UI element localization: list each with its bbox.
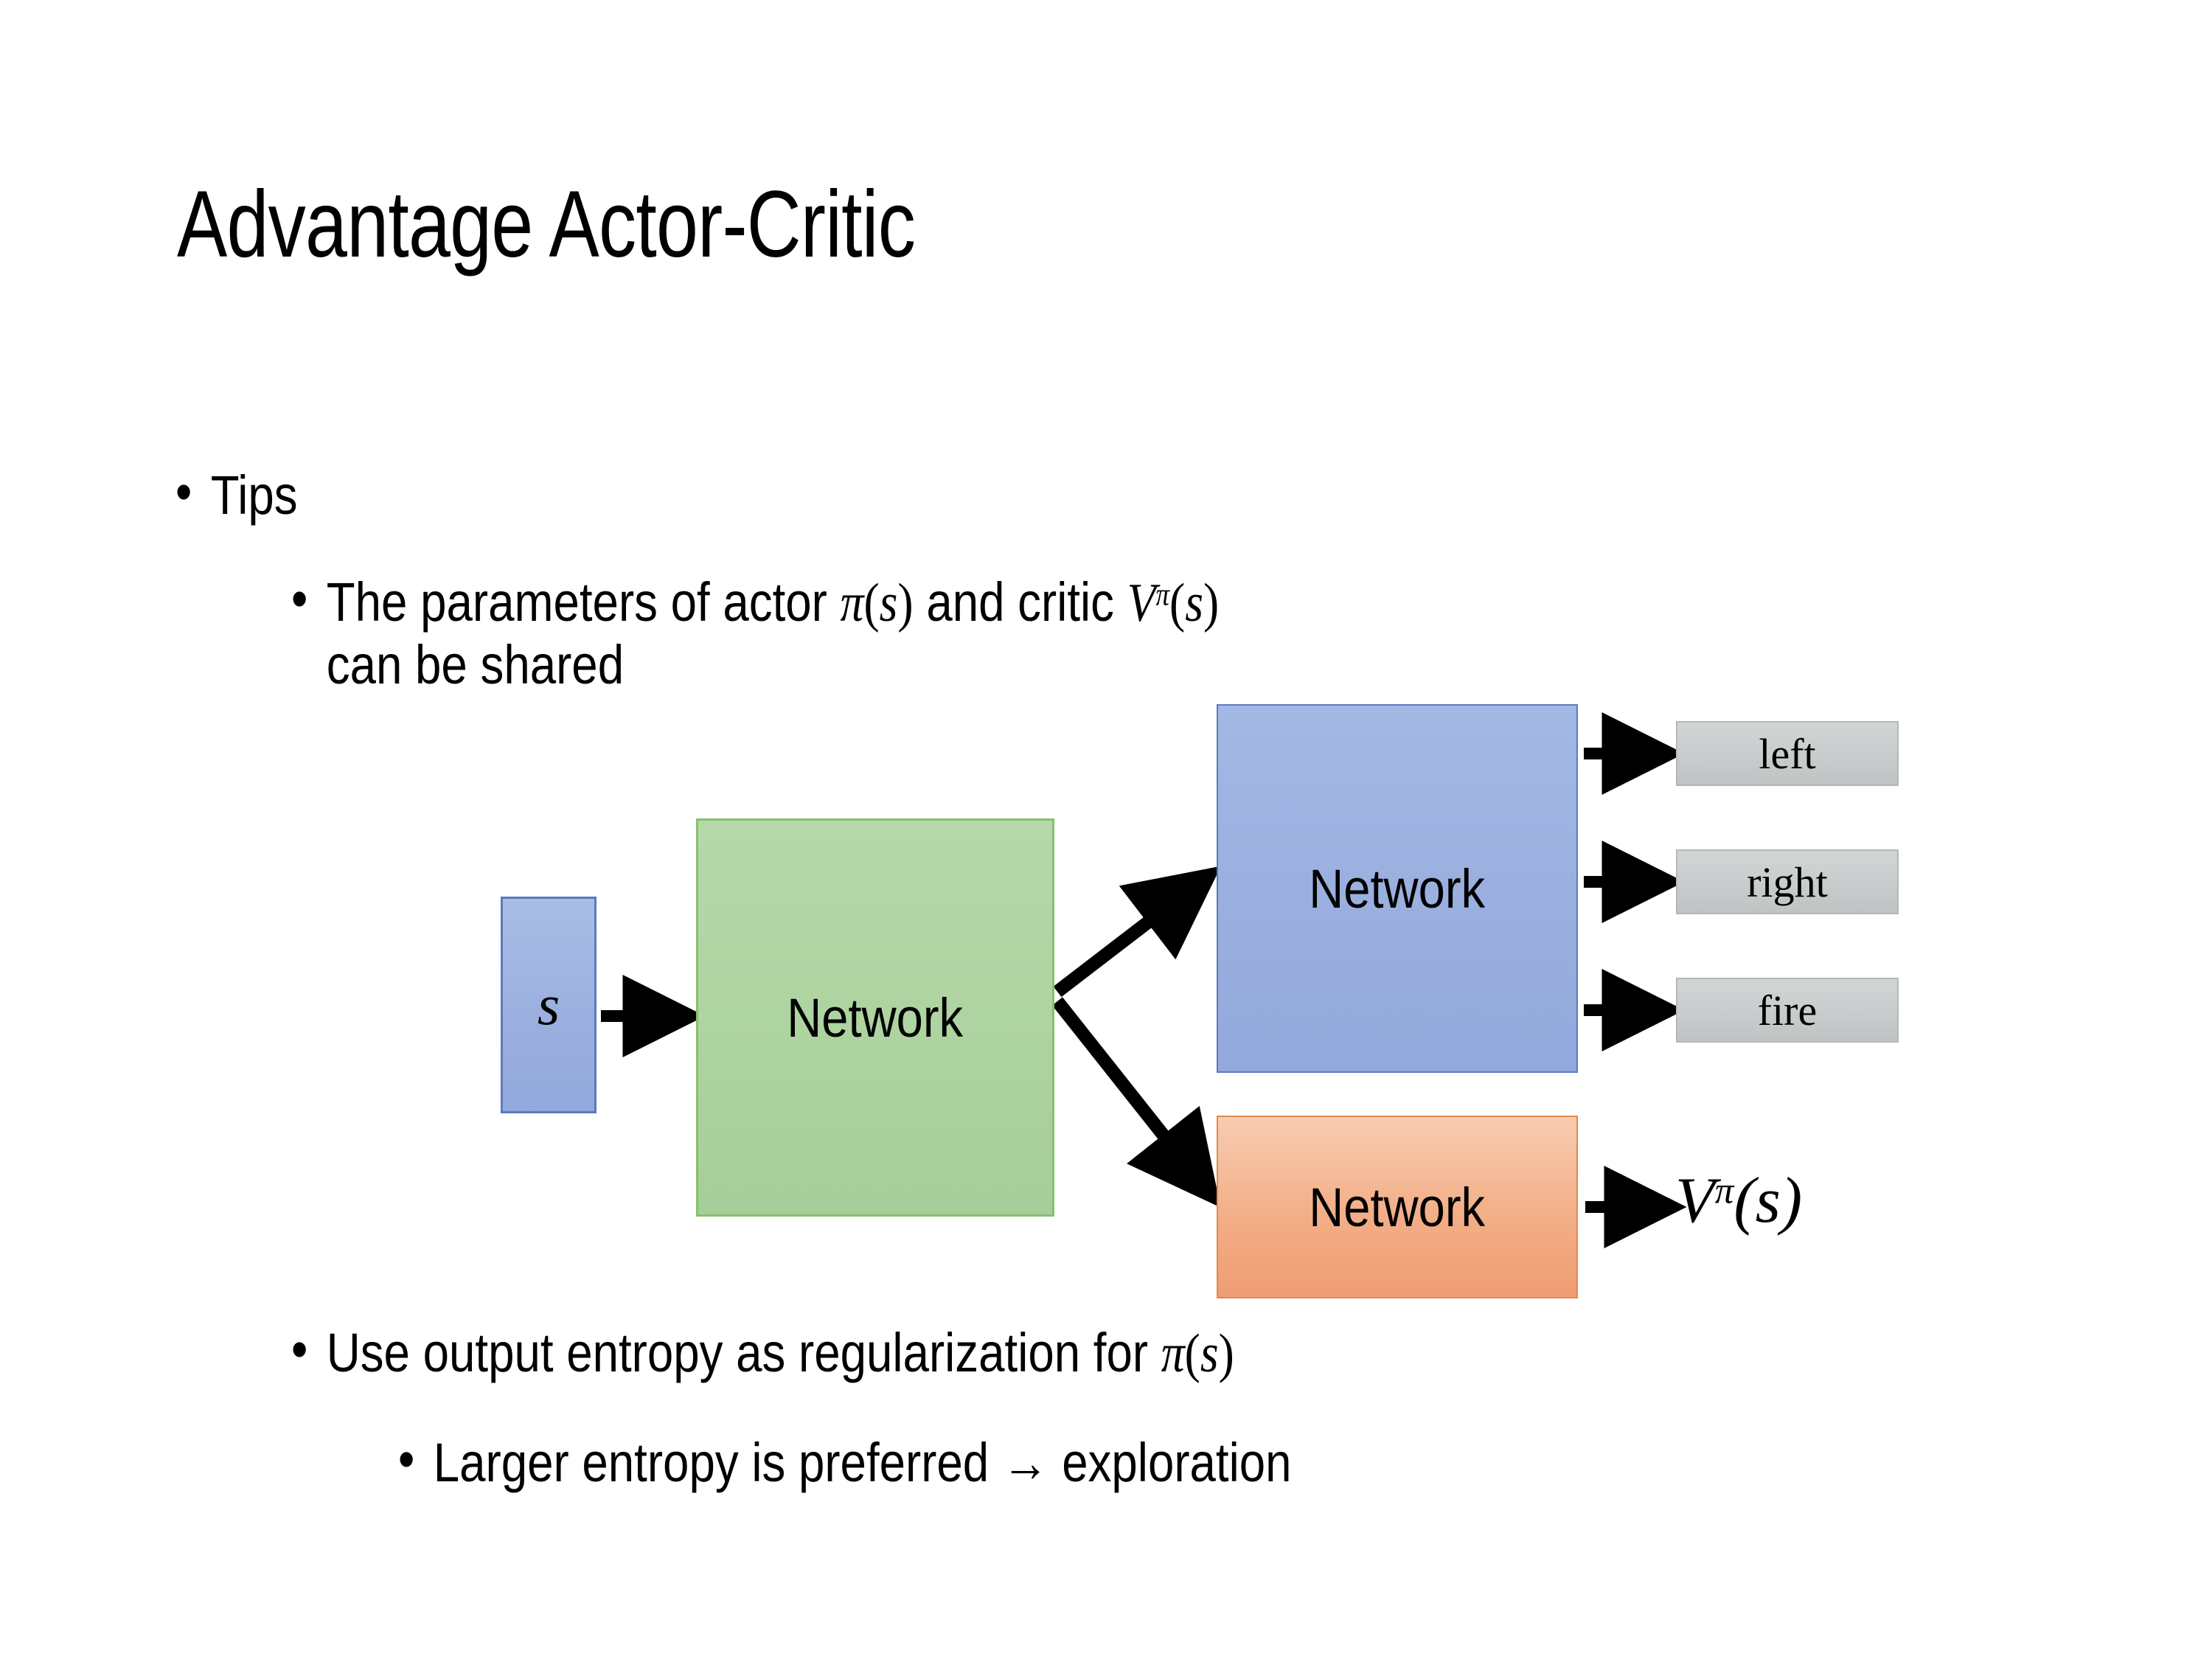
bullet-entropy-regularization-label: Use output entropy as regularization for… xyxy=(327,1322,1234,1385)
shared-network-box: Network xyxy=(696,818,1054,1217)
bullet-shared-parameters: • The parameters of actor π(s) and criti… xyxy=(291,571,1278,697)
text-parameters-of-actor: The parameters of actor xyxy=(326,571,841,633)
text-and-critic: and critic xyxy=(913,571,1127,633)
action-output-right-label: right xyxy=(1747,858,1828,906)
action-output-fire-label: fire xyxy=(1757,986,1818,1034)
value-function-superscript: π xyxy=(1714,1170,1734,1212)
arrow-shared-to-critic xyxy=(1051,997,1221,1208)
input-state-box: s xyxy=(501,897,597,1113)
text-can-be-shared: can be shared xyxy=(326,634,625,696)
action-output-left-label: left xyxy=(1759,729,1816,778)
arrow-shared-to-actor xyxy=(1053,866,1221,998)
value-function-base: V xyxy=(1675,1165,1715,1237)
page-title: Advantage Actor-Critic xyxy=(177,172,916,277)
pi-symbol: π xyxy=(1161,1324,1185,1384)
math-v-pi-of-s: Vπ(s) xyxy=(1127,573,1220,633)
action-output-right: right xyxy=(1676,849,1899,914)
bullet-marker: • xyxy=(291,568,308,629)
bullet-shared-parameters-label: The parameters of actor π(s) and critic … xyxy=(327,571,1278,697)
actor-network-box: Network xyxy=(1217,704,1578,1073)
input-state-label: s xyxy=(537,973,560,1037)
pi-superscript: π xyxy=(1155,577,1170,613)
bullet-larger-entropy: • Larger entropy is preferred → explorat… xyxy=(398,1432,1292,1494)
value-function-output: Vπ(s) xyxy=(1675,1164,1802,1238)
bullet-marker: • xyxy=(175,461,192,522)
bullet-larger-entropy-label: Larger entropy is preferred → exploratio… xyxy=(433,1432,1292,1493)
value-function-argument: (s) xyxy=(1733,1165,1803,1237)
critic-network-label: Network xyxy=(1309,1176,1486,1238)
action-output-left: left xyxy=(1676,721,1899,786)
actor-network-label: Network xyxy=(1309,858,1486,919)
bullet-tips: • Tips xyxy=(175,465,298,526)
shared-network-label: Network xyxy=(787,987,964,1048)
bullet-entropy-regularization: • Use output entropy as regularization f… xyxy=(291,1322,1234,1385)
pi-symbol: π xyxy=(840,573,864,633)
critic-network-box: Network xyxy=(1217,1116,1578,1298)
action-output-fire: fire xyxy=(1676,978,1899,1043)
bullet-marker: • xyxy=(398,1428,415,1489)
math-pi-of-s: π(s) xyxy=(840,573,914,633)
bullet-tips-label: Tips xyxy=(210,465,298,526)
text-use-output-entropy: Use output entropy as regularization for xyxy=(326,1322,1161,1383)
math-pi-of-s: π(s) xyxy=(1161,1324,1234,1384)
bullet-marker: • xyxy=(291,1318,308,1380)
